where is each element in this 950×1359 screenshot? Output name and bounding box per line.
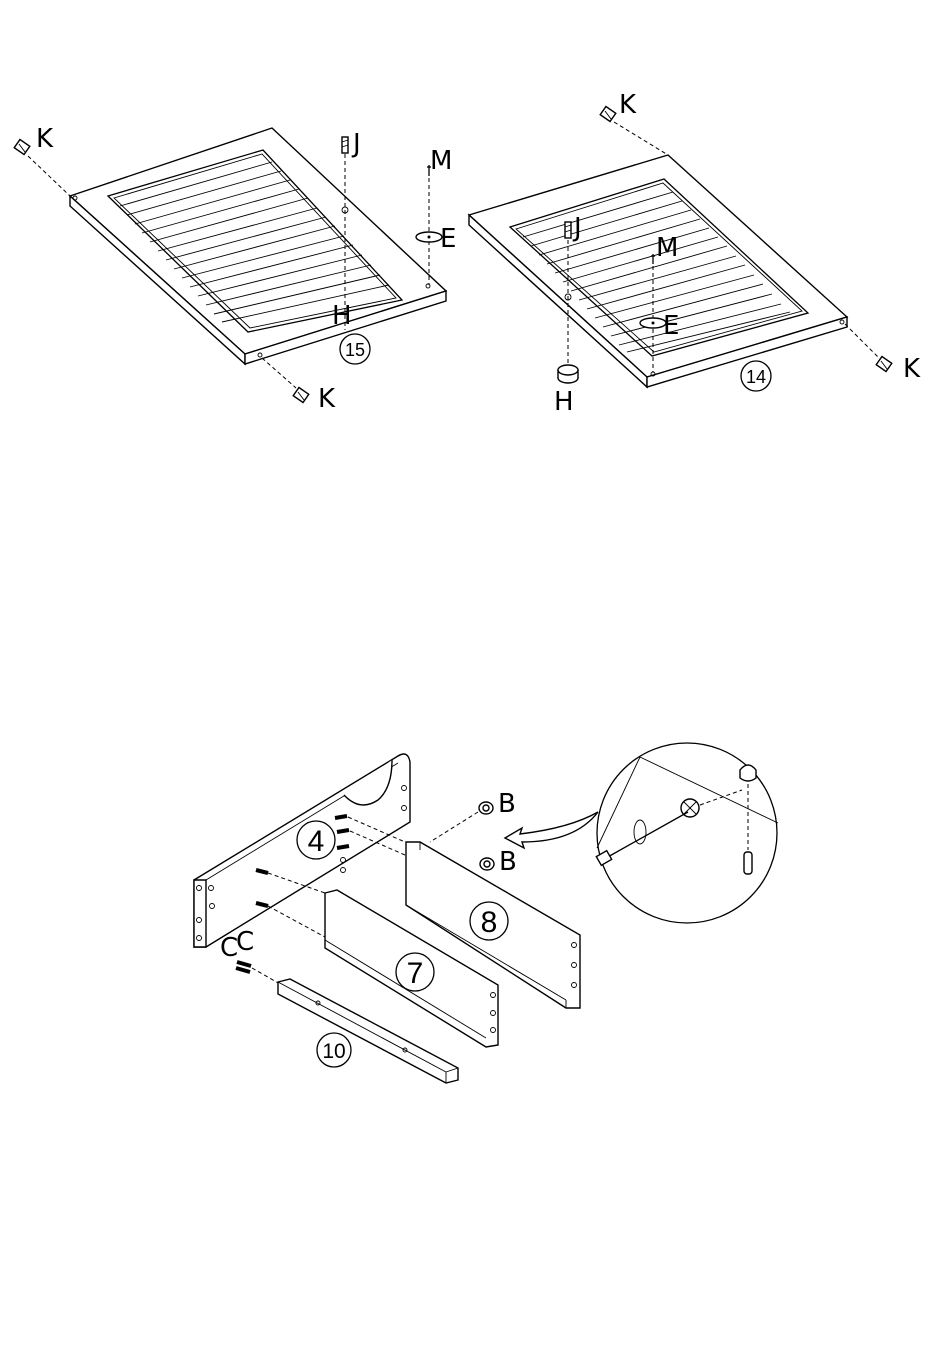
part-number-15: 15 [345, 340, 365, 360]
part-number-4: 4 [308, 825, 325, 858]
label-m: M [656, 233, 678, 263]
label-h: H [554, 387, 574, 417]
label-k: K [318, 384, 336, 414]
door-14: K J M E H K 14 [469, 90, 921, 417]
door-15: K J M E H K 15 [14, 124, 456, 414]
label-k: K [903, 354, 921, 384]
part-number-14: 14 [746, 367, 766, 387]
hinge-pin-k-icon [600, 106, 616, 121]
label-m: M [430, 146, 452, 176]
part-number-10: 10 [322, 1040, 345, 1063]
part-number-8: 8 [481, 906, 498, 939]
hinge-pin-k-icon [876, 356, 892, 371]
knob-h-icon [558, 365, 578, 383]
label-k: K [36, 124, 54, 154]
label-j: J [572, 213, 582, 243]
drawer-assembly: 4 8 7 10 B B C C [194, 743, 778, 1083]
label-b: B [498, 789, 516, 819]
part-number-7: 7 [407, 957, 424, 990]
hinge-pin-k-icon [293, 387, 309, 402]
latch-plate-e-icon [416, 232, 442, 242]
cam-lock-b-icon [480, 858, 494, 870]
label-k: K [619, 90, 637, 120]
detail-callout [596, 743, 778, 923]
screw-j-icon [342, 137, 348, 153]
label-e: E [440, 224, 456, 254]
label-c: C [236, 927, 254, 957]
screw-j-icon [565, 222, 571, 238]
cam-lock-b-icon [479, 802, 493, 814]
label-j: J [351, 129, 361, 159]
label-h: H [332, 301, 352, 331]
hinge-pin-k-icon [14, 139, 30, 154]
label-e: E [663, 311, 679, 341]
label-b: B [499, 847, 517, 877]
detail-arrow-icon [505, 812, 598, 848]
